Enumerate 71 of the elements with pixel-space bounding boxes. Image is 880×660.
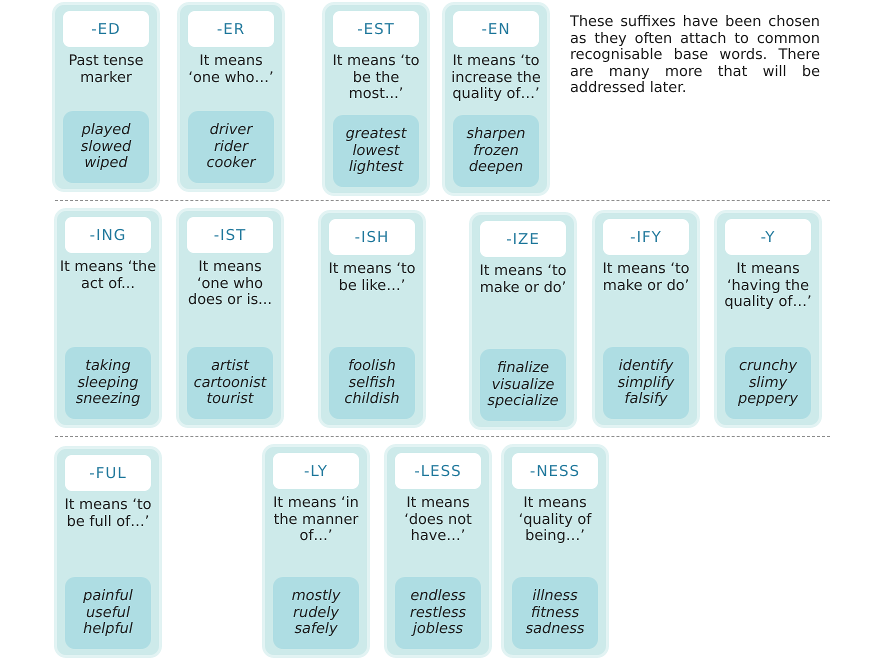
suffix-card [54,208,162,428]
suffix-card [177,2,285,192]
examples-box [512,577,598,649]
meaning-text: It means ‘to be the most...’ [331,53,421,102]
suffix-card [52,2,160,192]
meaning-text: It means ‘in the manner of…’ [272,495,360,544]
examples-box [65,577,151,649]
suffix-label: -ER [188,11,274,47]
example-words: foolish selfish childish [344,358,400,408]
examples-box [63,111,149,183]
suffix-card [501,444,609,658]
suffix-label: -ING [65,217,151,253]
meaning-text: It means ‘one who does or is... [186,259,273,308]
examples-box [725,347,811,419]
suffix-card [384,444,492,658]
examples-box [453,115,539,187]
example-words: sharpen frozen deepen [466,126,526,176]
suffix-card [318,210,426,428]
examples-box [395,577,481,649]
suffix-card [592,210,700,428]
example-words: painful useful helpful [83,588,133,638]
example-words: artist cartoonist tourist [194,358,266,408]
meaning-text: It means ‘one who…’ [187,53,275,86]
suffix-label: -EN [453,11,539,47]
example-words: driver rider cooker [206,122,256,172]
example-words: illness fitness sadness [526,588,584,638]
example-words: taking sleeping sneezing [76,358,140,408]
meaning-text: It means ‘to be like…’ [327,261,417,294]
meaning-text: It means ‘to make or do’ [478,263,568,296]
suffix-label: -ED [63,11,149,47]
examples-box [603,347,689,419]
suffix-label: -LY [273,453,359,489]
suffix-label: -Y [725,219,811,255]
example-words: endless restless jobless [410,588,466,638]
example-words: finalize visualize specialize [487,360,559,410]
meaning-text: It means ‘to be full of…’ [63,497,153,530]
example-words: crunchy slimy peppery [738,358,798,408]
examples-box [480,349,566,421]
examples-box [333,115,419,187]
meaning-text: It means ‘to increase the quality of…’ [450,53,542,102]
examples-box [329,347,415,419]
suffix-card [469,212,577,430]
meaning-text: It means ‘to make or do’ [601,261,691,294]
suffix-card [176,208,284,428]
suffix-card [262,444,370,658]
note-text: These suffixes have been chosen as they often attach to common recognisable base words. There are many more that will be addressed later. [570,14,820,96]
suffix-label: -ISH [329,219,415,255]
suffix-card [442,2,550,196]
suffix-label: -IST [187,217,273,253]
suffix-card [322,2,430,196]
suffix-label: -LESS [395,453,481,489]
meaning-text: It means ‘the act of... [59,259,157,292]
meaning-text: It means ‘having the quality of…’ [723,261,813,310]
example-words: greatest lowest lightest [346,126,406,176]
suffix-card [714,210,822,428]
suffix-label: -FUL [65,455,151,491]
suffix-label: -IZE [480,221,566,257]
suffix-card [54,446,162,658]
examples-box [187,347,273,419]
suffix-label: -NESS [512,453,598,489]
example-words: identify simplify falsify [618,358,674,408]
meaning-text: It means ‘does not have…’ [403,495,473,544]
meaning-text: Past tense marker [67,53,145,86]
examples-box [188,111,274,183]
suffix-label: -IFY [603,219,689,255]
examples-box [273,577,359,649]
example-words: mostly rudely safely [292,588,340,638]
meaning-text: It means ‘quality of being…’ [518,495,593,544]
example-words: played slowed wiped [80,122,132,172]
suffix-label: -EST [333,11,419,47]
examples-box [65,347,151,419]
